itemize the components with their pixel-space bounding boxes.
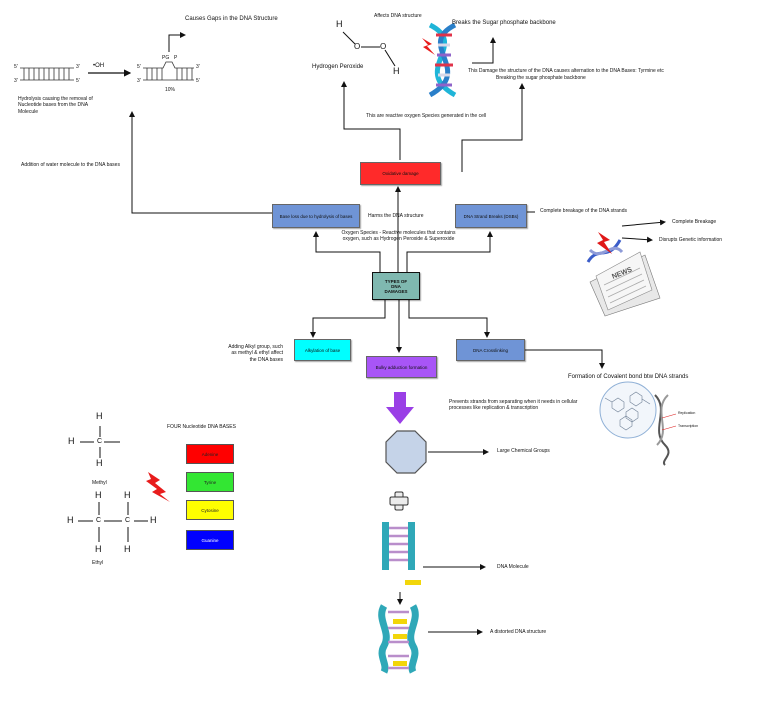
oh-label: •OH bbox=[93, 63, 105, 69]
peroxide-o2: O bbox=[380, 42, 387, 51]
ethyl-c2: C bbox=[125, 517, 131, 524]
peroxide-label: Hydrogen Peroxide bbox=[312, 64, 364, 70]
methyl-h-left: H bbox=[68, 436, 75, 446]
dna-molecule-image bbox=[382, 522, 421, 585]
p-label: P bbox=[174, 55, 178, 61]
large-chemical-groups-label: Large Chemical Groups bbox=[497, 448, 550, 454]
strand-3-bottom: 3' bbox=[14, 78, 18, 84]
affects-caption: Affects DNA structure bbox=[374, 13, 422, 19]
prevents-caption: Prevents strands from separating when it… bbox=[449, 399, 578, 412]
base-swatch-adenine: Adenine bbox=[186, 444, 234, 464]
dna-ladder-after bbox=[143, 61, 194, 81]
broken-dna-image bbox=[586, 232, 624, 263]
peroxide-o1: O bbox=[354, 42, 361, 51]
strand-5-bottom: 5' bbox=[76, 78, 80, 84]
peroxide-h1: H bbox=[336, 19, 343, 29]
methyl-label: Methyl bbox=[92, 480, 107, 486]
methyl-h-top: H bbox=[96, 411, 103, 421]
damage-text-1: This Damage the structure of the DNA cau… bbox=[468, 68, 664, 74]
types-of-dna-damages-box: TYPES OF DNA DAMAGES bbox=[372, 272, 420, 300]
peroxide-h2: H bbox=[393, 66, 400, 76]
ethyl-h4: H bbox=[124, 544, 131, 554]
base-swatch-tyrine: Tyrine bbox=[186, 472, 234, 492]
types-line-2: DNA bbox=[391, 283, 401, 289]
ethyl-h1: H bbox=[95, 490, 102, 500]
purple-down-arrow bbox=[386, 392, 414, 424]
ros-caption: This are reactive oxygen Species generat… bbox=[366, 113, 487, 119]
base-loss-box: Base loss due to hydrolysis of bases bbox=[272, 204, 360, 228]
ethyl-c1: C bbox=[96, 517, 102, 524]
distorted-dna-label: A distorted DNA structure bbox=[490, 629, 547, 635]
ethyl-label: Ethyl bbox=[92, 560, 104, 566]
after-5-bottom: 5' bbox=[196, 78, 200, 84]
covalent-bond-caption: Formation of Covalent bond btw DNA stran… bbox=[568, 374, 689, 380]
ethyl-h-left: H bbox=[67, 515, 74, 525]
ethyl-h3: H bbox=[95, 544, 102, 554]
transcription-label: Transcription bbox=[678, 424, 699, 428]
hydrolysis-description: Hydrolysis causing the removal of Nucleo… bbox=[18, 96, 93, 115]
strand-5-top: 5' bbox=[14, 64, 18, 70]
dna-helix-image bbox=[422, 22, 457, 98]
dna-crosslinking-box: DNA Crosslinking bbox=[456, 339, 525, 361]
complete-breakage-caption: Complete breakage of the DNA strands bbox=[540, 208, 627, 214]
oxidative-damage-box: Oxidative damage bbox=[360, 162, 441, 185]
methyl-c: C bbox=[97, 438, 103, 445]
newspaper-icon bbox=[589, 251, 661, 317]
gaps-caption: Causes Gaps in the DNA Structure bbox=[185, 16, 278, 22]
percent-label: 10% bbox=[165, 87, 176, 93]
complete-breakage-label: Complete Breakage bbox=[672, 219, 717, 225]
ethyl-h-right: H bbox=[150, 515, 157, 525]
distorted-dna-image bbox=[378, 604, 419, 674]
after-3-bottom: 3' bbox=[137, 78, 141, 84]
base-swatch-guanine: Guanine bbox=[186, 530, 234, 550]
replication-label: Replication bbox=[678, 411, 696, 415]
dna-ladder-before bbox=[20, 67, 74, 81]
plus-sign-shape bbox=[389, 491, 409, 511]
base-swatch-cytosine: Cytosine bbox=[186, 500, 234, 520]
after-3-top: 3' bbox=[196, 64, 200, 70]
alkylation-box: Alkylation of base bbox=[294, 339, 351, 361]
lightning-bolt-icon bbox=[146, 472, 170, 502]
damage-text-2: Breaking the sugar phosphate backbone bbox=[496, 75, 586, 81]
types-line-3: DAMAGES bbox=[384, 288, 408, 294]
dsb-box: DNA Strand Breaks (DSBs) bbox=[455, 204, 527, 228]
breaks-caption: Breaks the Sugar phosphate backbone bbox=[452, 20, 556, 26]
alkyl-note: Adding Alkyl group, such as methyl & eth… bbox=[228, 344, 283, 363]
disrupts-label: Disrupts Genetic information bbox=[659, 237, 723, 243]
oxygen-species-caption: Oxygen Species - Reactive molecules that… bbox=[341, 230, 456, 243]
harm-caption: Harms the DNA structure bbox=[368, 213, 424, 219]
water-caption: Addition of water molecule to the DNA ba… bbox=[21, 162, 120, 168]
pg-label: PG bbox=[162, 55, 170, 61]
methyl-h-bottom: H bbox=[96, 458, 103, 468]
bulky-adduction-box: Bulky adduction formation bbox=[366, 356, 437, 378]
strand-3-top: 3' bbox=[76, 64, 80, 70]
after-5-top: 5' bbox=[137, 64, 141, 70]
crosslink-image bbox=[599, 381, 677, 466]
dna-molecule-label: DNA Molecule bbox=[497, 564, 529, 570]
large-chemical-group-octagon bbox=[385, 430, 427, 474]
ethyl-h2: H bbox=[124, 490, 131, 500]
types-line-1: TYPES OF bbox=[384, 278, 408, 284]
bases-title: FOUR Nucleotide DNA BASES bbox=[167, 424, 236, 430]
